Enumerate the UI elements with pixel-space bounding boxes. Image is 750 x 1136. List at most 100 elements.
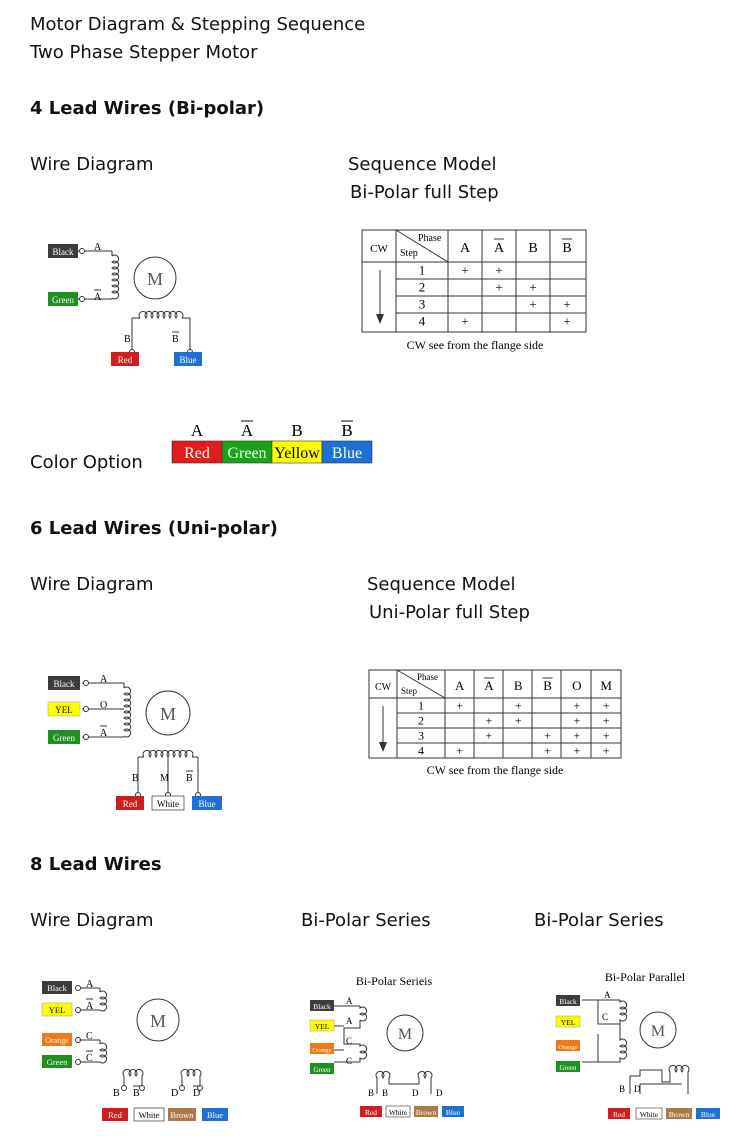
step-number-2: 3: [418, 729, 424, 743]
bipolar-parallel-diagram: Bi-Polar Parallel M A C B D Black YEL Or…: [555, 970, 720, 1120]
plus-mark-r0-c4: +: [573, 699, 580, 713]
plus-mark-r2-c2: +: [529, 297, 536, 312]
wire6-yel: YEL: [55, 705, 73, 715]
series-wire-orange: Orange: [312, 1047, 331, 1054]
wire8-brown: Brown: [170, 1110, 194, 1120]
wire6-red: Red: [123, 799, 138, 809]
wire-diagram-label-6: Wire Diagram: [30, 574, 154, 595]
series-lead-c: C: [346, 1036, 352, 1046]
series-lead-abar: A: [346, 1016, 353, 1026]
color-option-name-1: Green: [227, 445, 266, 462]
lead-a: A: [94, 242, 102, 253]
motor-label: M: [147, 269, 163, 289]
plus-mark-r2-c5: +: [603, 729, 610, 743]
wire8-green: Green: [47, 1057, 69, 1067]
parallel-wire-yel: YEL: [561, 1018, 576, 1027]
sequence-subtitle-6: Uni-Polar full Step: [369, 602, 530, 623]
phase-header-3: B: [543, 678, 552, 693]
step-number-3: 4: [419, 314, 426, 329]
wire6-blue: Blue: [199, 799, 216, 809]
plus-mark-r1-c5: +: [603, 714, 610, 728]
sequence-title-4: Sequence Model: [348, 154, 497, 175]
motor-label-6: M: [160, 704, 176, 724]
wire-diagram-8-lead: M A A C C B B D D Black YEL Orange Green…: [41, 979, 228, 1122]
plus-mark-r3-c0: +: [461, 314, 468, 329]
wire8-yel: YEL: [49, 1005, 66, 1015]
lead8-abar: A: [86, 1001, 94, 1012]
lead6-bbar: B: [186, 773, 193, 784]
plus-mark-r1-c2: +: [529, 280, 536, 295]
color-option-name-3: Blue: [332, 445, 362, 462]
motor-label-parallel: M: [651, 1023, 665, 1040]
lead8-b: B: [113, 1088, 120, 1099]
wire-black: Black: [53, 247, 74, 257]
phase-header-1: A: [484, 678, 494, 693]
plus-mark-r3-c3: +: [563, 314, 570, 329]
lead6-o: O: [100, 700, 107, 711]
lead6-a: A: [100, 674, 108, 685]
series-lead-a: A: [346, 996, 353, 1006]
plus-mark-r0-c0: +: [461, 263, 468, 278]
parallel-wire-blue: Blue: [701, 1110, 716, 1119]
phase-label: Phase: [418, 233, 442, 244]
heading-4-lead: 4 Lead Wires (Bi-polar): [30, 98, 265, 119]
step-number-1: 2: [419, 280, 426, 295]
wire8-black: Black: [47, 983, 68, 993]
series-label-8: Bi-Polar Series: [301, 910, 431, 931]
parallel-lead-d: D: [634, 1084, 641, 1094]
wire-diagram-4-lead: M A A B B Black Green Red Blue: [48, 242, 202, 366]
plus-mark-r2-c3: +: [563, 297, 570, 312]
plus-mark-r0-c1: +: [495, 263, 502, 278]
wire8-white: White: [139, 1110, 160, 1120]
lead8-cbar: C: [86, 1053, 93, 1064]
cw-label-6: CW: [375, 682, 392, 693]
bipolar-series-diagram: Bi-Polar Serieis M A A C C B B D D Black…: [309, 974, 464, 1118]
series-diagram-title: Bi-Polar Serieis: [356, 974, 433, 988]
parallel-wire-black: Black: [559, 997, 577, 1006]
series-lead-dbar: D: [436, 1088, 443, 1098]
series-wire-brown: Brown: [416, 1108, 437, 1117]
step-number-1: 2: [418, 714, 424, 728]
lead8-d: D: [171, 1088, 178, 1099]
parallel-lead-c: C: [602, 1012, 608, 1022]
plus-mark-r0-c5: +: [603, 699, 610, 713]
parallel-lead-b: B: [619, 1084, 625, 1094]
lead-b: B: [124, 334, 131, 345]
wire-diagram-label-8: Wire Diagram: [30, 910, 154, 931]
wire-diagram-label-4: Wire Diagram: [30, 154, 154, 175]
plus-mark-r0-c2: +: [515, 699, 522, 713]
motor-label-8: M: [150, 1011, 166, 1031]
color-option-phase-0: A: [191, 421, 204, 440]
series-wire-black: Black: [313, 1002, 331, 1011]
lead8-dbar: D: [193, 1088, 200, 1099]
plus-mark-r1-c1: +: [486, 714, 493, 728]
phase-header-2: B: [514, 678, 523, 693]
lead-bbar: B: [172, 334, 179, 345]
phase-header-0: A: [455, 678, 465, 693]
lead8-a: A: [86, 979, 94, 990]
parallel-lead-a: A: [604, 990, 611, 1000]
plus-mark-r1-c2: +: [515, 714, 522, 728]
title-line-1: Motor Diagram & Stepping Sequence: [30, 14, 366, 35]
sequence-subtitle-4: Bi-Polar full Step: [350, 182, 499, 203]
step-number-3: 4: [418, 744, 424, 758]
series-wire-white: White: [389, 1108, 408, 1117]
plus-mark-r3-c5: +: [603, 744, 610, 758]
table-4-caption: CW see from the flange side: [407, 338, 544, 352]
wire-red: Red: [118, 355, 133, 365]
heading-8-lead: 8 Lead Wires: [30, 854, 162, 875]
wire8-blue: Blue: [207, 1110, 223, 1120]
color-option-phase-2: B: [291, 421, 302, 440]
series-wire-yel: YEL: [315, 1022, 330, 1031]
wire6-white: White: [157, 799, 179, 809]
series-lead-cbar: C: [346, 1056, 352, 1066]
lead6-b: B: [132, 773, 139, 784]
phase-header-3: B: [562, 241, 571, 256]
parallel-wire-orange: Orange: [558, 1044, 577, 1051]
lead6-m: M: [160, 773, 169, 784]
